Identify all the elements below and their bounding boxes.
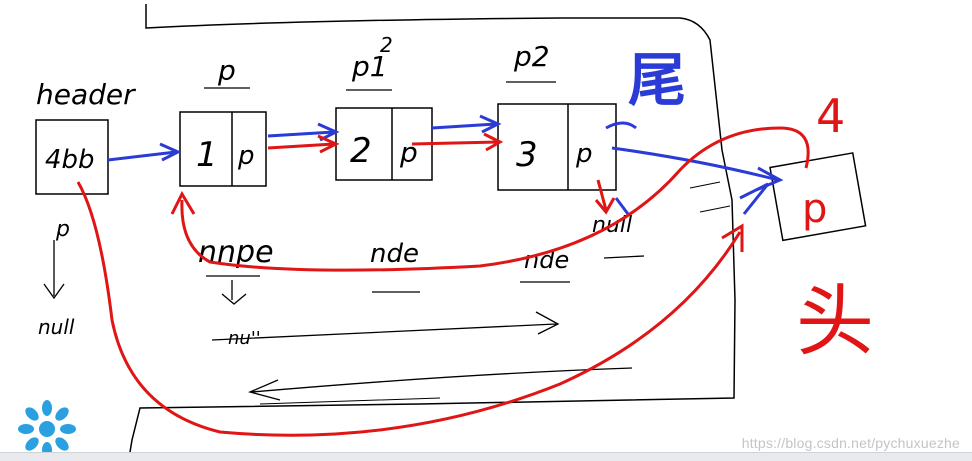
header-box (35, 119, 109, 195)
new-node-pointer: p (802, 186, 827, 232)
node1-box (179, 111, 267, 187)
red-loop-newnode-node1 (170, 126, 810, 272)
node1-caption: p (217, 54, 236, 87)
node2-value: 2 (350, 131, 372, 171)
node3-pointer: p (575, 139, 593, 169)
header-p: p (55, 217, 70, 242)
status-bar (0, 452, 972, 461)
header-box-value: 4bb (45, 145, 95, 175)
node1-value: 1 (196, 135, 218, 175)
node2-pointer: p (399, 136, 418, 169)
bottom-left-arrow (248, 367, 633, 401)
red-loop-header-newnode (76, 181, 744, 437)
head-char: 头 (796, 277, 874, 367)
red-arrow-node1-node2 (267, 134, 340, 154)
bottom-label-2: nde (370, 239, 419, 269)
bottom-label-3: nde (524, 246, 569, 274)
red-arrow-node2-node3 (411, 132, 504, 152)
blue-arrow-tail-mark (605, 121, 770, 215)
blue-arrow-node2-node3 (431, 114, 502, 134)
node3-box (497, 103, 617, 191)
logo-icon (18, 400, 76, 458)
bottom-right-arrow (211, 311, 560, 341)
blue-arrow-header-node1 (107, 142, 182, 162)
bottom-label-1-underline (206, 275, 260, 305)
tail-char: 尾 (628, 46, 686, 114)
header-null: null (38, 315, 75, 339)
red-arrow-node3-null (594, 179, 616, 215)
node2-caption-mark: 2 (380, 33, 393, 57)
blue-arrow-node1-node2 (267, 122, 340, 142)
watermark: https://blog.csdn.net/pychuxuezhe (741, 435, 960, 451)
new-node (769, 152, 867, 242)
scribble-lines (259, 181, 731, 405)
new-node-value: 4 (816, 89, 845, 143)
header-label: header (36, 78, 136, 111)
node3-value: 3 (516, 135, 538, 175)
outer-frame (129, 4, 736, 453)
node2-caption: p1 (351, 50, 388, 83)
node3-caption: p2 (513, 40, 550, 73)
new-node-box (769, 152, 867, 242)
node1-pointer: p (237, 141, 255, 171)
header-down-arrow (43, 240, 65, 300)
bottom-label-3-underline (520, 255, 645, 283)
